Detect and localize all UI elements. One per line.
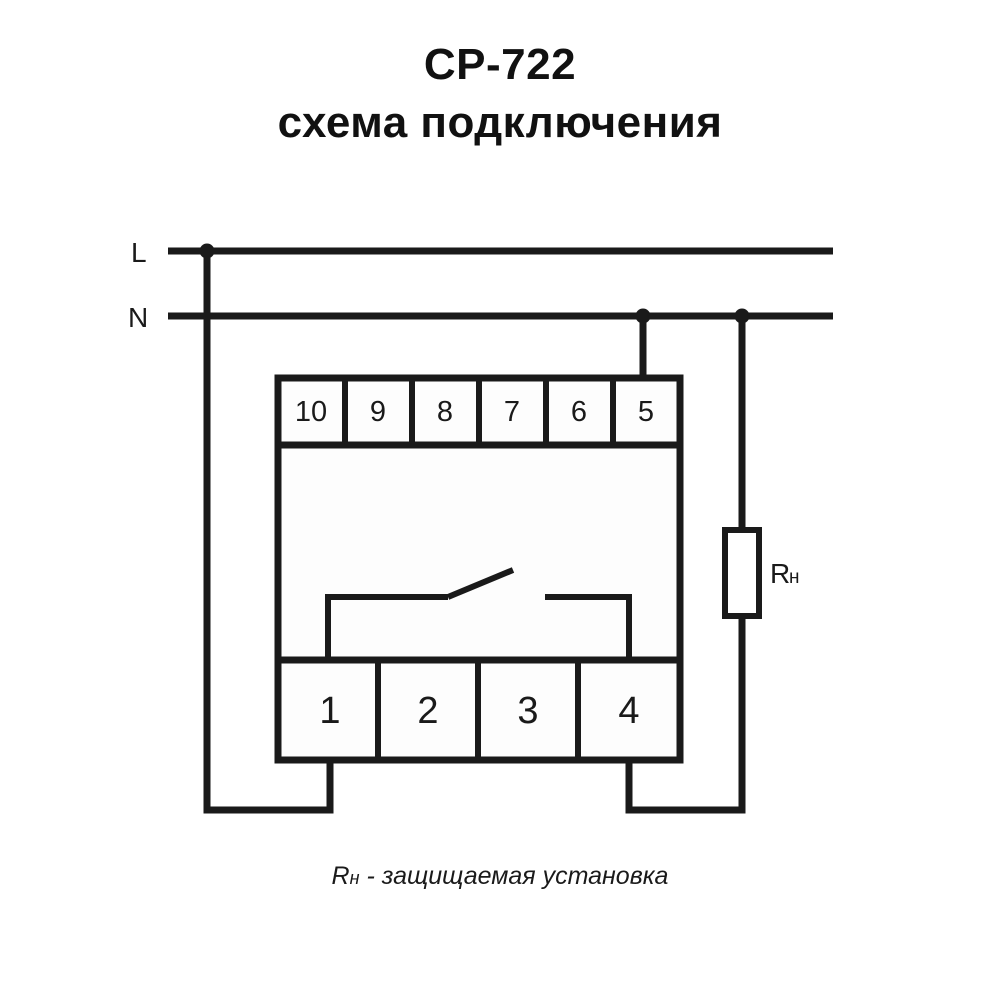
resistor-label-subscript: н — [789, 567, 800, 588]
terminal-label-6: 6 — [571, 396, 587, 428]
terminal-row-top: 10 9 8 7 6 5 — [295, 378, 654, 445]
caption-text: - защищаемая установка — [359, 862, 669, 890]
page-subtitle: схема подключения — [277, 98, 723, 147]
bus-label-N: N — [128, 302, 148, 333]
junction-dot-N-resistor — [734, 308, 750, 324]
caption-symbol-subscript: н — [349, 868, 360, 888]
junction-dot-L — [199, 243, 215, 259]
title-block: CP-722 схема подключения — [0, 38, 1000, 154]
junction-dot-N-terminal5 — [635, 308, 651, 324]
switch-contact — [325, 567, 632, 660]
page-title: CP-722 — [423, 40, 577, 89]
terminal-label-9: 9 — [370, 396, 386, 428]
terminal-label-1: 1 — [319, 690, 340, 732]
diagram-caption: Rн - защищаемая установка — [0, 862, 1000, 891]
resistor-Rn: R н — [722, 527, 800, 619]
terminal-row-bottom: 1 2 3 4 — [319, 660, 640, 760]
terminal-label-5: 5 — [638, 396, 654, 428]
resistor-label: R — [770, 558, 790, 589]
bus-lines — [168, 247, 833, 320]
bus-labels: L N — [128, 237, 148, 333]
bus-label-L: L — [131, 237, 147, 268]
caption-symbol: R — [331, 862, 350, 890]
terminal-label-10: 10 — [295, 396, 327, 428]
terminal-label-8: 8 — [437, 396, 453, 428]
terminal-label-3: 3 — [517, 690, 538, 732]
terminal-label-4: 4 — [618, 690, 639, 732]
junction-dots — [199, 243, 750, 324]
terminal-label-2: 2 — [417, 690, 438, 732]
wire-L-to-terminal-1 — [203, 251, 334, 814]
wire-resistor-to-terminal-4 — [625, 616, 746, 814]
terminal-label-7: 7 — [504, 396, 520, 428]
